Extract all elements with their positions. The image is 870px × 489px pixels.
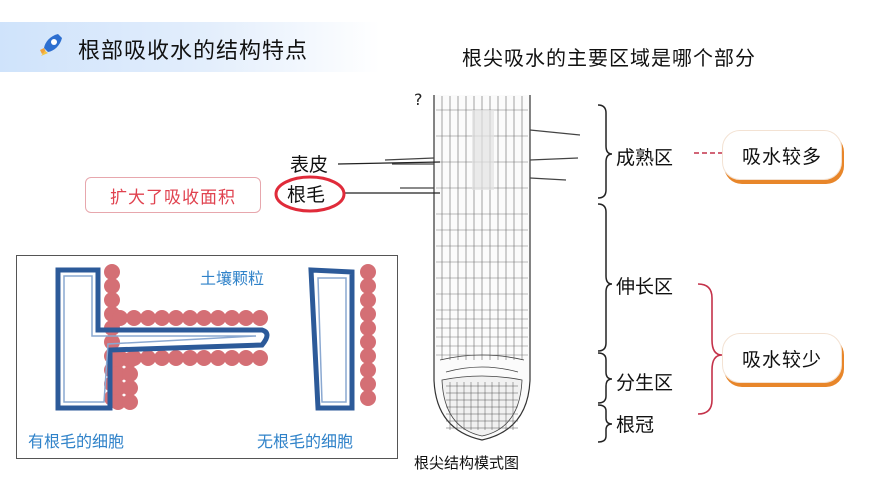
- root-hair-cell-comparison: [55, 264, 376, 411]
- zone-meristem-label: 分生区: [616, 372, 674, 394]
- less-absorption-brace: [697, 283, 723, 415]
- zone-braces: [597, 104, 613, 443]
- absorb-more-callout: 吸水较多: [722, 130, 842, 180]
- zone-root-cap-label: 根冠: [616, 414, 655, 436]
- zone-maturation-label: 成熟区: [616, 147, 674, 169]
- root-tip-illustration: [384, 95, 581, 441]
- expand-area-callout: 扩大了吸收面积: [85, 177, 261, 213]
- zone-elongation-label: 伸长区: [616, 276, 674, 298]
- epidermis-label: 表皮: [290, 154, 329, 176]
- question-mark: ?: [414, 90, 423, 109]
- without-root-hair-label: 无根毛的细胞: [257, 432, 354, 451]
- inset-panel: [16, 255, 398, 459]
- root-hair-highlight: [274, 175, 346, 213]
- diagram-caption: 根尖结构模式图: [414, 454, 520, 472]
- section-header: [0, 22, 380, 72]
- with-root-hair-label: 有根毛的细胞: [28, 432, 125, 451]
- header-title: 根部吸收水的结构特点: [78, 39, 309, 64]
- rocket-icon: [40, 34, 62, 56]
- question-title: 根尖吸水的主要区域是哪个部分: [462, 46, 756, 70]
- root-hair-label: 根毛: [287, 184, 326, 206]
- absorb-less-callout: 吸水较少: [722, 333, 842, 383]
- soil-particles-label: 土壤颗粒: [200, 269, 265, 288]
